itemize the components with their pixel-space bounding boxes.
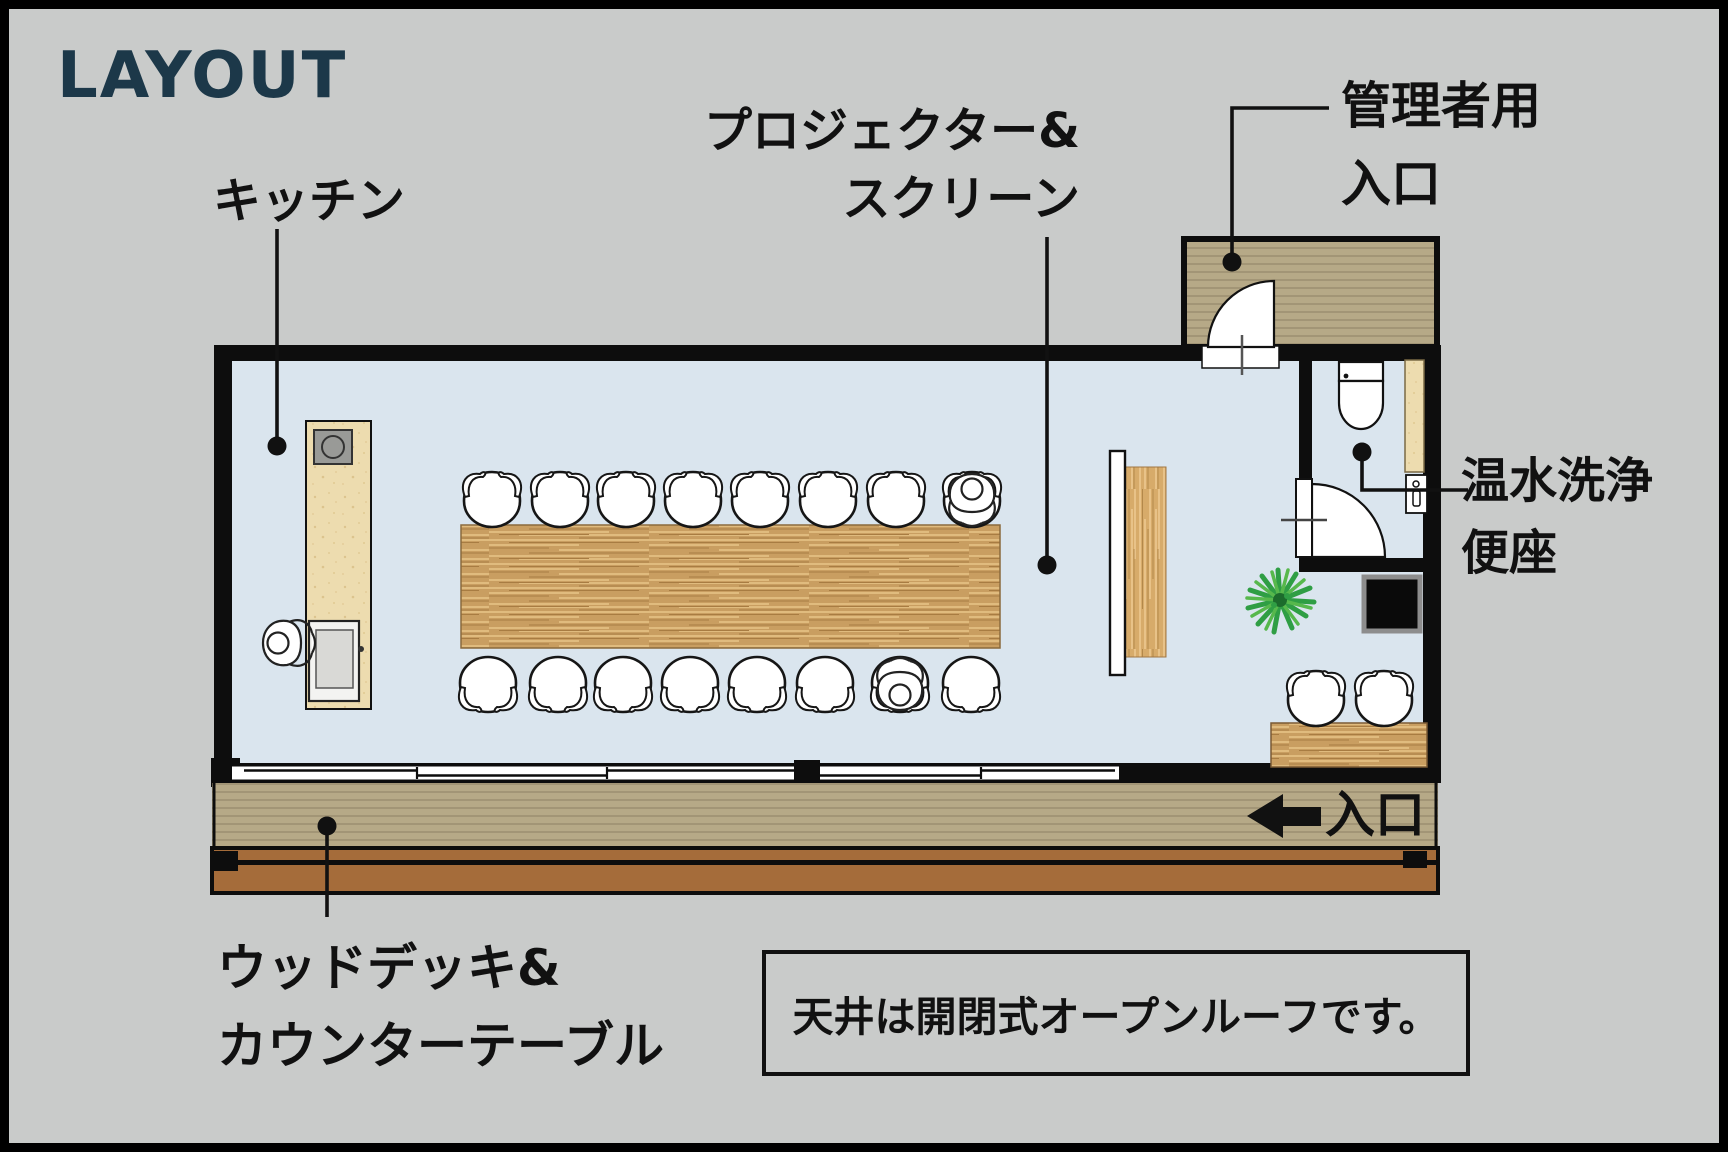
window-band <box>232 760 1119 786</box>
leader-deck <box>317 816 337 917</box>
chair-icon <box>461 470 523 529</box>
toilet-door-swing-icon <box>1310 482 1387 559</box>
entry-bench <box>1270 722 1428 768</box>
chair-icon <box>527 655 589 714</box>
page-title: LAYOUT <box>57 39 348 113</box>
chair-icon <box>940 655 1002 714</box>
toilet-sink-icon <box>1405 474 1428 514</box>
chair-icon <box>592 655 654 714</box>
chair-icon <box>529 470 591 529</box>
note-box: 天井は開閉式オープンルーフです。 <box>762 950 1470 1076</box>
exterior-walls <box>211 345 1441 787</box>
chair-icon <box>595 470 657 529</box>
leader-projector <box>1037 237 1057 575</box>
chair-icon <box>865 470 927 529</box>
chair-icon <box>1353 669 1415 728</box>
label-wood-deck-line2: カウンターテーブル <box>217 1017 664 1075</box>
counter-table-edge <box>210 846 1440 895</box>
chair-icon <box>457 655 519 714</box>
label-projector-line2: スクリーン <box>842 171 1080 227</box>
stove-icon <box>313 429 353 465</box>
chair-icon <box>659 655 721 714</box>
floor-mat <box>1361 574 1423 634</box>
label-admin-line2: 入口 <box>1341 155 1441 213</box>
label-projector-line1: プロジェクター& <box>704 103 1080 159</box>
leader-lines <box>267 106 1468 917</box>
wood-deck <box>210 783 1440 895</box>
label-wood-deck: ウッドデッキ& カウンターテーブル <box>217 929 664 1085</box>
label-admin-entrance: 管理者用 入口 <box>1341 67 1541 223</box>
label-wood-deck-line1: ウッドデッキ& <box>217 939 561 997</box>
screen-icon <box>1108 449 1167 677</box>
sink-icon <box>307 619 364 703</box>
leader-toilet <box>1352 442 1468 492</box>
leader-admin-entrance <box>1222 106 1329 272</box>
label-kitchen: キッチン <box>213 173 406 229</box>
kitchen-counter <box>305 420 372 710</box>
chair-icon <box>797 470 859 529</box>
label-washlet-line2: 便座 <box>1461 525 1558 581</box>
admin-door-swing-icon <box>1201 279 1280 375</box>
plant-icon <box>1245 567 1317 635</box>
label-washlet: 温水洗浄 便座 <box>1461 445 1653 589</box>
toilet-icon <box>1337 360 1385 431</box>
label-admin-line1: 管理者用 <box>1341 77 1541 135</box>
floorplan-drawing <box>210 106 1468 917</box>
dining-table <box>460 524 1001 649</box>
chair-icon <box>726 655 788 714</box>
label-entrance: 入口 <box>1325 786 1425 844</box>
label-projector-screen: プロジェクター& スクリーン <box>594 97 1080 233</box>
label-washlet-line1: 温水洗浄 <box>1461 453 1654 509</box>
entrance-arrow-icon <box>1247 794 1321 838</box>
chair-icon <box>662 470 724 529</box>
note-text: 天井は開閉式オープンルーフです。 <box>792 993 1440 1041</box>
chair-icon <box>729 470 791 529</box>
window-center-post <box>794 760 820 786</box>
leader-kitchen <box>267 229 287 456</box>
toilet-cabinet <box>1404 359 1425 473</box>
toilet-room <box>1281 359 1441 572</box>
chair-icon <box>1285 669 1347 728</box>
chair-icon <box>794 655 856 714</box>
